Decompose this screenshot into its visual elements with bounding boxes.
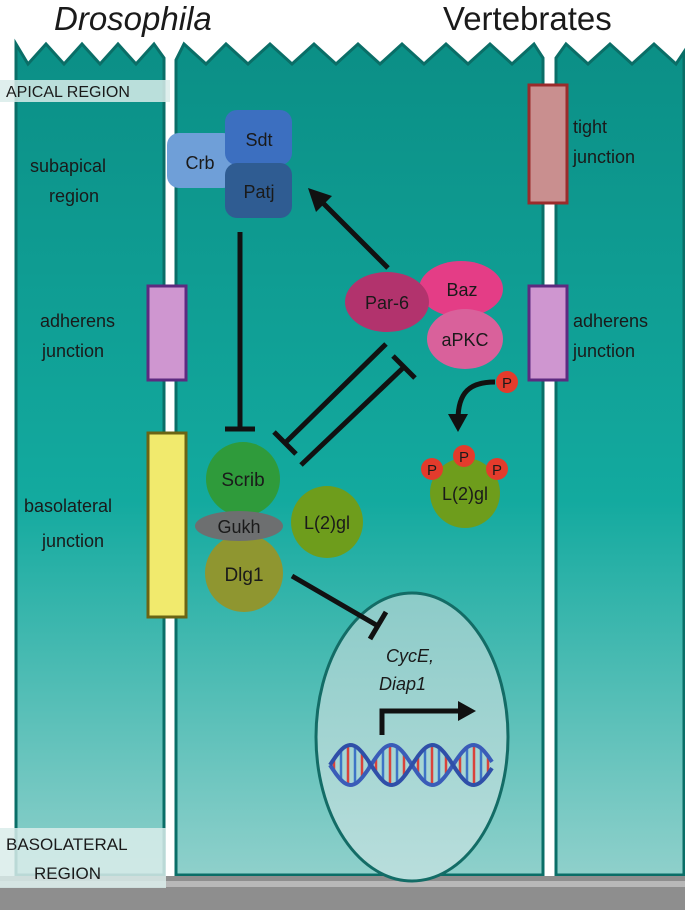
sdt-label: Sdt [245, 130, 272, 150]
dlg1-label: Dlg1 [224, 565, 263, 586]
basolateral-region-label-1: BASOLATERAL [6, 835, 128, 854]
apical-region-box [0, 80, 170, 102]
tight-junction-label-2: junction [572, 147, 635, 167]
dlg1-inhibits-genes-bar [367, 610, 389, 641]
left-adherens-label-2: junction [41, 341, 104, 361]
lgl-phos-protein [430, 458, 500, 528]
apkc-protein [427, 309, 503, 369]
left-cell [14, 38, 166, 877]
par6-label: Par-6 [365, 293, 409, 313]
patj-label: Patj [243, 182, 274, 202]
baz-protein [419, 261, 503, 317]
left-adherens-label-1: adherens [40, 311, 115, 331]
gukh-protein [195, 511, 283, 541]
basolateral-junction [146, 431, 188, 619]
basolateral-junction-label-1: basolateral [24, 496, 112, 516]
dlg1-protein [205, 534, 283, 612]
par6-protein [345, 272, 429, 332]
par6-to-crb-arrowhead [308, 188, 332, 212]
dlg1-inhibits-genes-line [290, 573, 380, 629]
apkc-inhibits-scrib-bar [272, 430, 298, 456]
transcription-arrowhead [458, 701, 476, 721]
baz-label: Baz [446, 280, 477, 300]
right-adherens-label-2: junction [572, 341, 635, 361]
par6-to-crb-line [318, 198, 390, 270]
basolateral-junction-label-2: junction [41, 531, 104, 551]
scrib-label: Scrib [221, 470, 264, 491]
interaction-arrows [225, 198, 496, 641]
left-adherens-junction [146, 284, 188, 382]
phospho-marker-top [453, 445, 475, 467]
patj-protein [225, 163, 292, 218]
phosphorylation-arrowhead [448, 414, 468, 432]
phospho-marker-left [421, 458, 443, 480]
phospho-label-top: P [459, 449, 469, 466]
transcription-arrow-icon [379, 708, 462, 735]
tight-junction [527, 83, 569, 205]
gukh-label: Gukh [217, 517, 260, 537]
gene-label-2: Diap1 [379, 674, 426, 694]
phospho-label-left: P [427, 462, 437, 479]
nucleus [314, 591, 510, 883]
vertebrates-title: Vertebrates [443, 0, 612, 37]
scrib-inhibits-apkc-bar [391, 354, 417, 380]
dna-helix-icon [328, 742, 494, 788]
apkc-inhibits-scrib-line [283, 342, 388, 445]
dna-strand [328, 742, 494, 788]
scrib-protein [206, 442, 280, 516]
drosophila-title: Drosophila [54, 0, 212, 37]
gene-label-1: CycE, [386, 646, 434, 666]
sdt-protein [225, 110, 292, 165]
right-adherens-junction [527, 284, 569, 382]
basolateral-region-label-2: REGION [34, 864, 101, 883]
phospho-donor [496, 371, 518, 393]
phospho-marker-right [486, 458, 508, 480]
scrib-inhibits-apkc-line [299, 365, 406, 467]
phosphorylation-arrow-line [455, 379, 496, 421]
crb-protein [167, 133, 235, 188]
lgl-phos-label: L(2)gl [442, 484, 488, 504]
right-adherens-label-1: adherens [573, 311, 648, 331]
crb-label: Crb [185, 153, 214, 173]
subapical-label-2: region [49, 186, 99, 206]
apkc-label: aPKC [441, 330, 488, 350]
apical-region-label: APICAL REGION [6, 84, 130, 101]
phospho-group: P P P P [421, 371, 518, 480]
basement-membrane-highlight [0, 881, 685, 887]
lgl-protein [291, 486, 363, 558]
right-cell [554, 41, 685, 877]
lgl-label: L(2)gl [304, 513, 350, 533]
basolateral-region-box [0, 828, 166, 888]
tight-junction-label-1: tight [573, 117, 607, 137]
phospho-donor-label: P [502, 375, 512, 392]
subapical-label-1: subapical [30, 156, 106, 176]
phospho-label-right: P [492, 462, 502, 479]
